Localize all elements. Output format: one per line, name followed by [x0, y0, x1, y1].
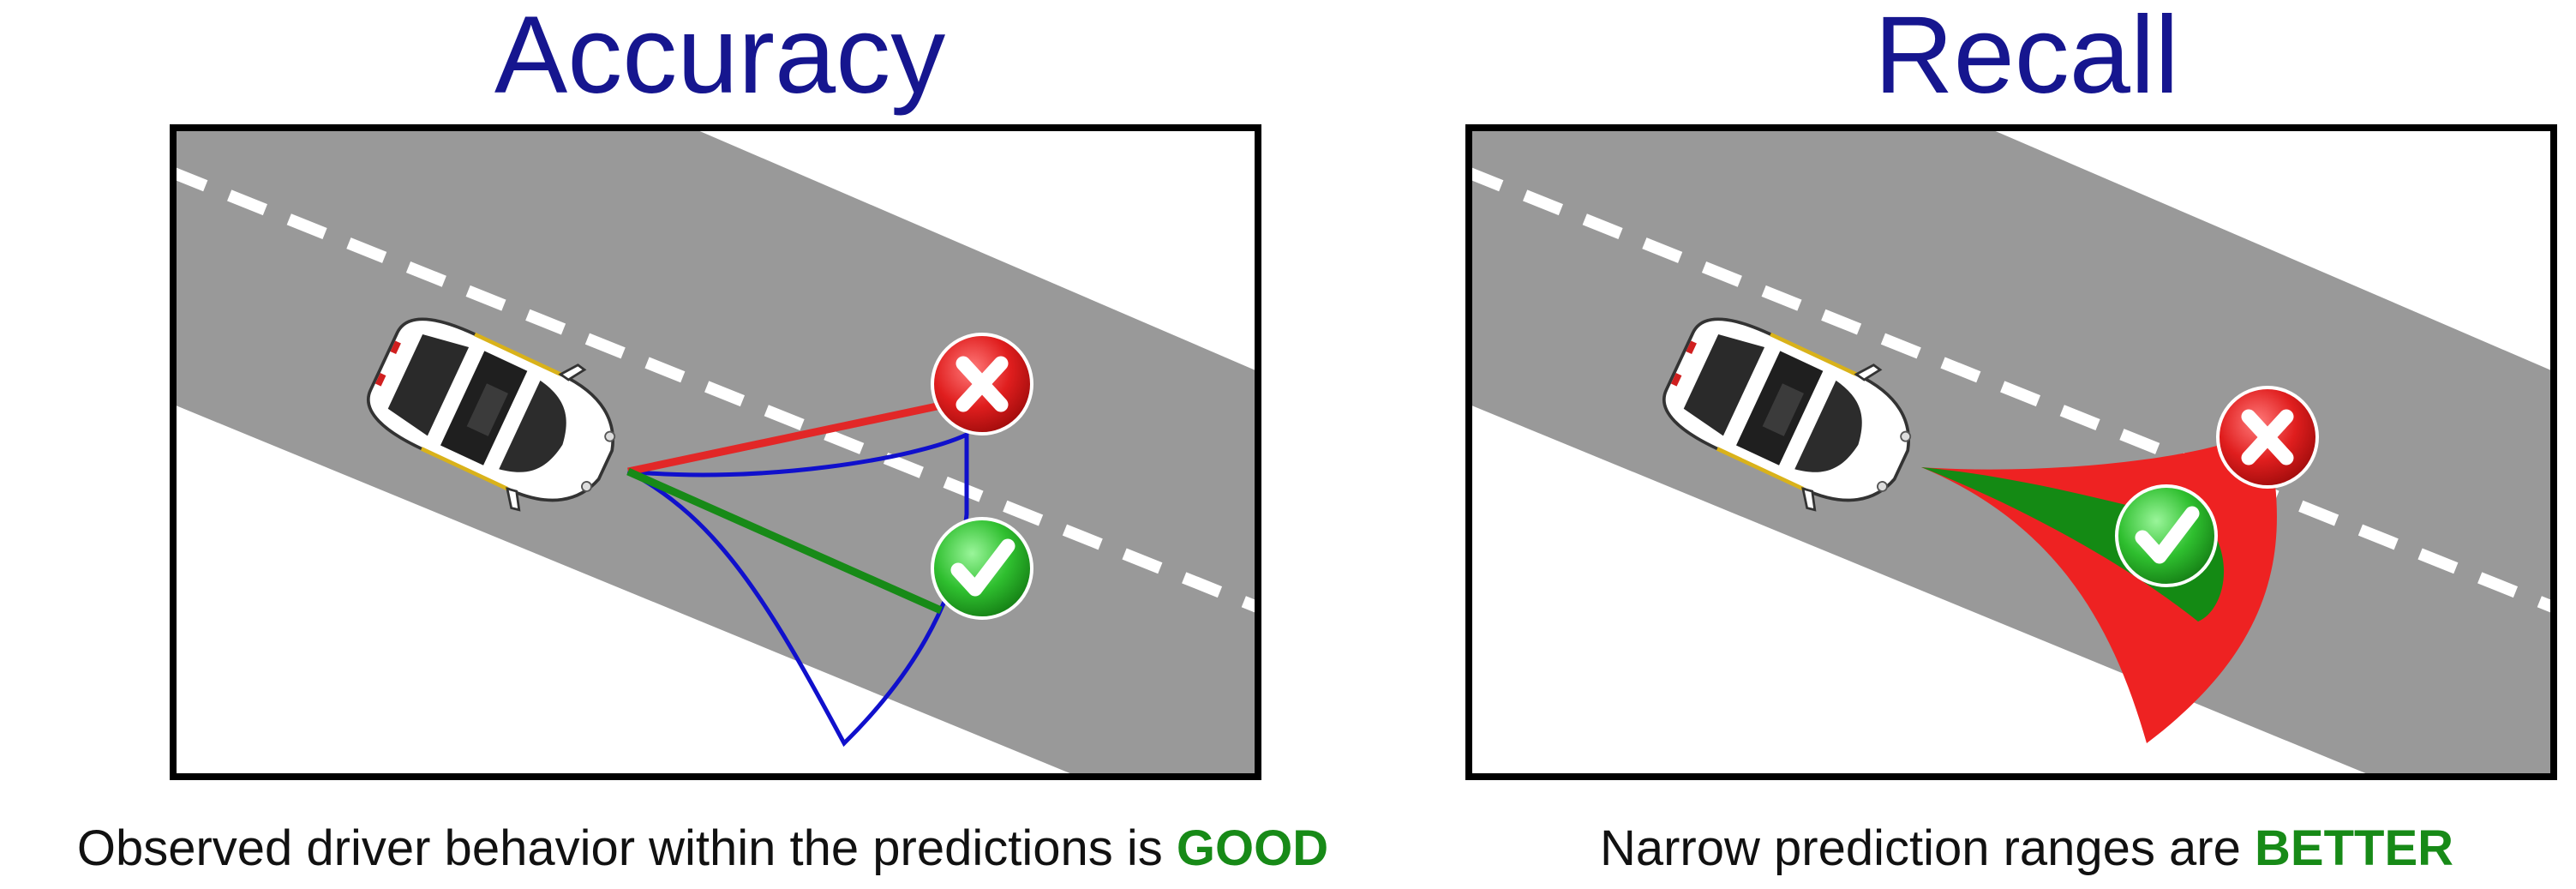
recall-title: Recall — [1874, 0, 2179, 117]
wrong-trajectory — [627, 401, 942, 476]
road — [1465, 124, 2557, 780]
accuracy-caption-text: Observed driver behavior within the pred… — [76, 820, 1163, 876]
lane-divider — [1465, 165, 2557, 615]
prediction-boundary — [626, 431, 969, 748]
check-mark-icon — [932, 519, 1032, 618]
accuracy-title: Accuracy — [494, 0, 946, 117]
accuracy-caption: Observed driver behavior within the pred… — [0, 814, 1405, 883]
x-mark-icon — [2218, 387, 2317, 487]
correct-trajectory — [626, 467, 943, 615]
check-mark-icon — [2117, 486, 2216, 586]
accuracy-panel — [170, 124, 1261, 780]
accuracy-caption-highlight: GOOD — [1176, 820, 1329, 876]
recall-panel — [1465, 124, 2557, 780]
recall-caption-text: Narrow prediction ranges are — [1599, 820, 2241, 876]
recall-caption-highlight: BETTER — [2255, 820, 2454, 876]
recall-caption: Narrow prediction ranges are BETTER — [1478, 814, 2575, 883]
lane-divider — [170, 165, 1261, 615]
x-mark-icon — [932, 334, 1032, 434]
